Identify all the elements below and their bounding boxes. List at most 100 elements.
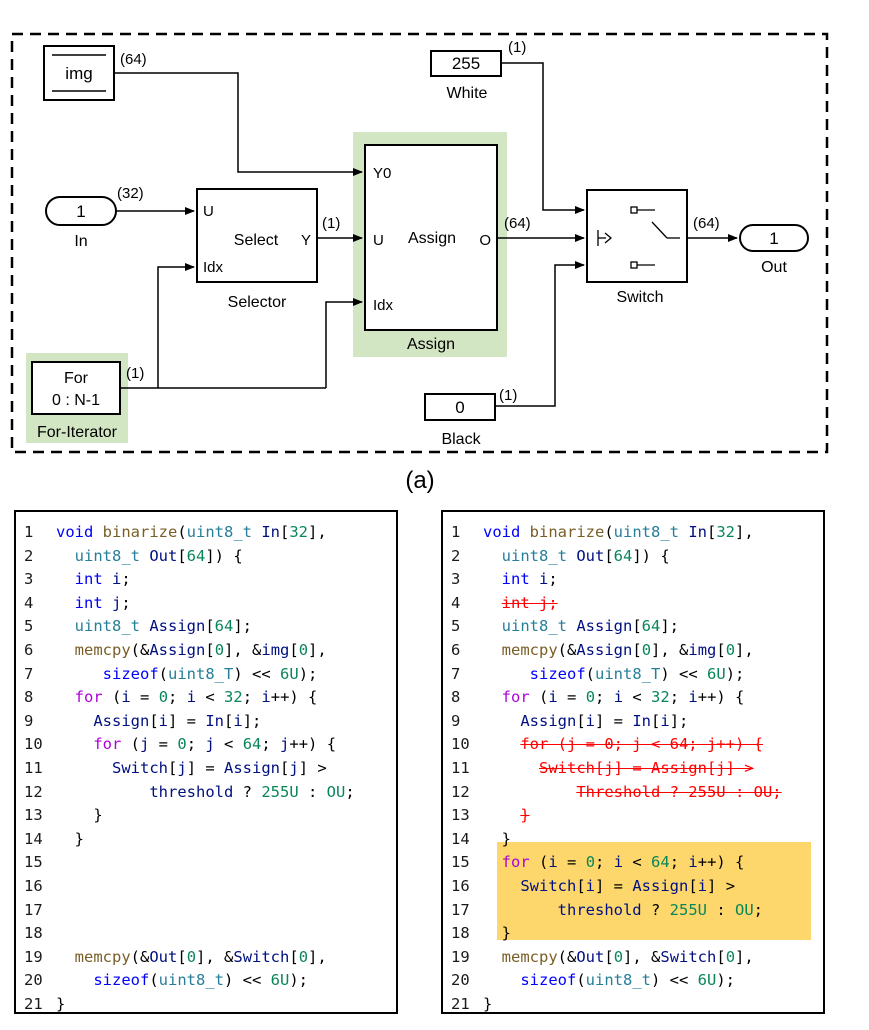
code-token xyxy=(56,547,75,565)
code-token: ( xyxy=(585,664,596,683)
code-line: 20 sizeof(uint8_t) << 6U); xyxy=(16,968,308,992)
code-token: ], & xyxy=(196,947,234,966)
assign-label: Assign xyxy=(407,336,455,353)
code-token: j xyxy=(205,735,215,754)
code-token xyxy=(56,783,149,801)
img-block[interactable]: img xyxy=(43,45,115,101)
assign-port-o: O xyxy=(479,232,491,249)
code-token: ( xyxy=(158,664,169,683)
code-line: 19 memcpy(&Out[0], &Switch[0], xyxy=(443,945,754,969)
code-token xyxy=(56,971,93,989)
code-token xyxy=(483,665,530,683)
code-token: } xyxy=(483,995,493,1013)
assign-port-idx: Idx xyxy=(373,297,394,314)
code-token: uint8_T xyxy=(168,664,234,683)
line-number: 7 xyxy=(451,664,461,683)
code-token: ; xyxy=(242,688,262,707)
code-token: Assign xyxy=(576,641,633,659)
line-number: 4 xyxy=(24,593,34,612)
code-token: i xyxy=(529,570,549,589)
code-token: [ xyxy=(224,711,234,730)
code-line: 19 memcpy(&Out[0], &Switch[0], xyxy=(16,945,327,969)
code-token: < xyxy=(623,688,652,707)
code-token: uint8_t xyxy=(501,546,567,565)
code-token: ] > xyxy=(707,877,736,895)
line-number: 8 xyxy=(24,688,34,707)
switch-dim-out: (64) xyxy=(693,215,720,232)
code-token xyxy=(483,971,520,989)
code-line: 9 Assign[i] = In[i]; xyxy=(443,709,688,733)
code-line: 11 Switch[j] = Assign[j] > xyxy=(16,756,327,780)
code-token: uint8_t xyxy=(74,546,140,565)
code-token: ( xyxy=(177,523,187,541)
simulink-diagram: img (64) 1 In (32) U Idx Select Y Select… xyxy=(10,32,829,494)
code-line: 13 } xyxy=(16,803,103,827)
selector-block[interactable]: U Idx Select Y xyxy=(196,188,318,283)
img-label: img xyxy=(65,64,92,83)
code-token: (& xyxy=(130,641,150,659)
code-line: 21} xyxy=(16,992,65,1016)
code-token: sizeof xyxy=(93,971,150,990)
code-token: for xyxy=(501,688,530,707)
code-token xyxy=(56,641,75,659)
code-token: i xyxy=(548,688,558,707)
code-token: [ xyxy=(688,877,698,895)
black-label: Black xyxy=(441,431,481,448)
out-port[interactable]: 1 xyxy=(739,224,809,252)
line-number: 13 xyxy=(24,806,43,825)
code-token: i xyxy=(158,711,169,730)
code-line: 11 Switch[j] = Assign[j] > xyxy=(443,756,754,780)
optimized-loop-highlight xyxy=(497,842,811,940)
code-token: img xyxy=(688,641,717,659)
line-number: 11 xyxy=(451,759,470,777)
code-token: (& xyxy=(557,947,577,966)
code-token: [ xyxy=(289,947,299,966)
for-iterator-block[interactable]: For 0 : N-1 xyxy=(31,361,121,415)
code-token: ? xyxy=(641,900,670,919)
code-token: sizeof xyxy=(102,664,159,683)
code-token: binarize xyxy=(529,523,605,541)
white-constant-block[interactable]: 255 xyxy=(430,50,502,77)
code-token: ; xyxy=(261,735,281,754)
code-token xyxy=(483,948,502,966)
code-token: [ xyxy=(576,877,586,895)
switch-label: Switch xyxy=(616,289,663,306)
code-token xyxy=(483,712,520,730)
code-token: int xyxy=(501,570,530,589)
code-token: ], xyxy=(735,641,754,659)
code-token: [ xyxy=(707,523,717,541)
code-token: i xyxy=(697,877,708,895)
code-token: binarize xyxy=(102,523,178,541)
code-token: [ xyxy=(632,617,642,636)
in-port[interactable]: 1 xyxy=(45,196,117,226)
code-token: [ xyxy=(604,546,614,565)
in-port-dim: (32) xyxy=(117,185,144,202)
white-value: 255 xyxy=(452,54,480,73)
assign-dim-out: (64) xyxy=(504,215,531,232)
switch-block[interactable] xyxy=(586,189,688,283)
code-token: [ xyxy=(576,711,586,730)
code-token xyxy=(483,570,502,588)
code-token: Assign xyxy=(224,759,281,777)
selector-port-u: U xyxy=(203,203,214,220)
black-constant-block[interactable]: 0 xyxy=(424,393,496,421)
code-token: ) << xyxy=(224,971,271,990)
code-token: 0 xyxy=(641,641,652,659)
assign-block[interactable]: Y0 U Assign O Idx xyxy=(364,144,498,331)
code-token: 64 xyxy=(641,617,661,636)
code-token: i xyxy=(102,570,122,589)
code-token xyxy=(483,735,520,753)
code-line: 5 uint8_t Assign[64]; xyxy=(443,614,679,638)
code-token xyxy=(483,783,576,801)
code-token: ]; xyxy=(242,711,262,730)
code-token: Switch xyxy=(660,947,717,966)
code-token: uint8_t xyxy=(74,617,140,636)
code-token: ] = xyxy=(168,711,206,730)
white-label: White xyxy=(447,85,488,102)
code-token: memcpy xyxy=(501,947,558,966)
code-token xyxy=(483,759,539,777)
code-token: ], xyxy=(308,523,327,541)
code-token xyxy=(56,570,75,588)
code-token: memcpy xyxy=(501,641,558,659)
